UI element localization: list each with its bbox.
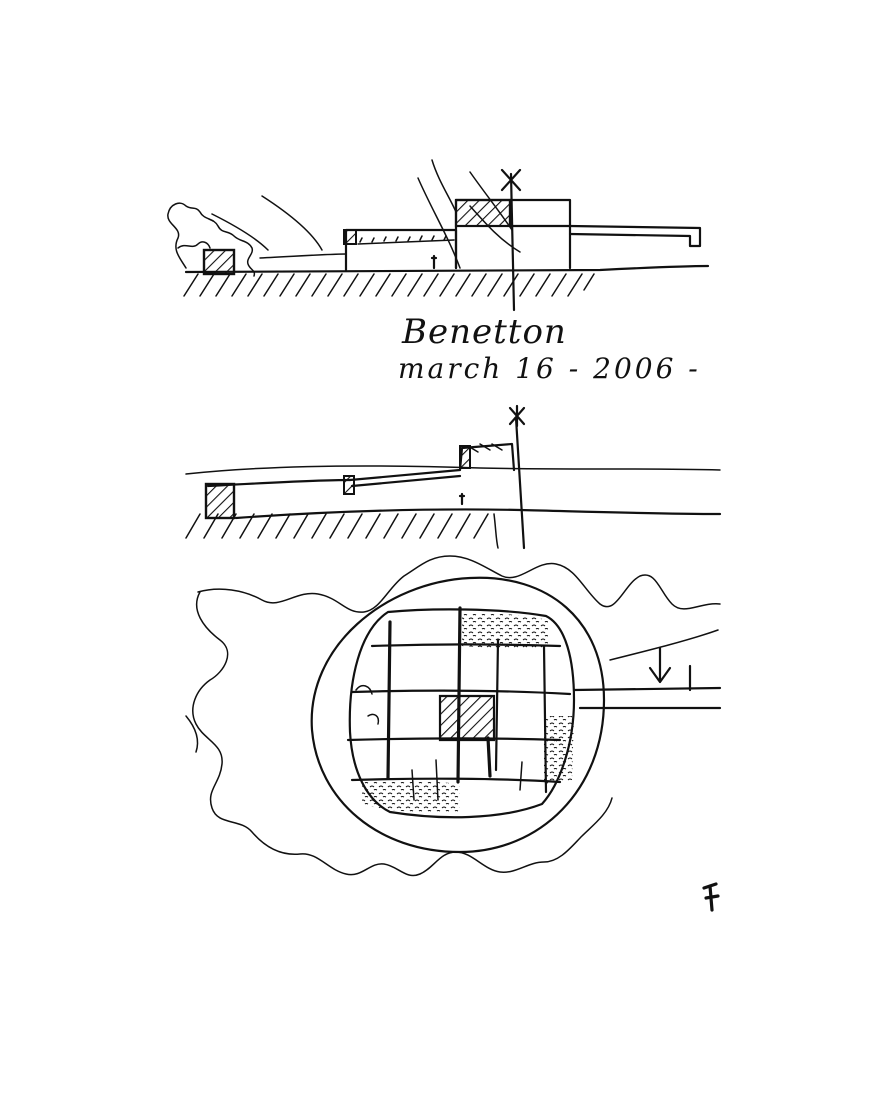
courtyard-outline (348, 608, 576, 819)
ground-hatching (183, 273, 595, 297)
hatched-block-left (202, 248, 236, 276)
site-plan-drawing (185, 555, 722, 877)
signature-mark (702, 882, 720, 912)
tree-scribble (167, 202, 256, 277)
ground-line (184, 264, 710, 274)
vertical-axis (509, 172, 516, 312)
low-building (344, 228, 458, 272)
caption-name: Benetton (402, 312, 567, 352)
outer-cloud-outline (192, 555, 721, 877)
middle-elevation-drawing (185, 404, 722, 550)
top-elevation-drawing (167, 159, 710, 312)
hatched-central-square (438, 694, 496, 742)
cantilever (568, 224, 702, 248)
entrance-path (572, 686, 722, 710)
hatched-block-middle (204, 482, 236, 520)
arrow-marker (648, 646, 672, 684)
caption-date: march 16 - 2006 - (398, 352, 701, 385)
circle-outline (310, 576, 606, 854)
